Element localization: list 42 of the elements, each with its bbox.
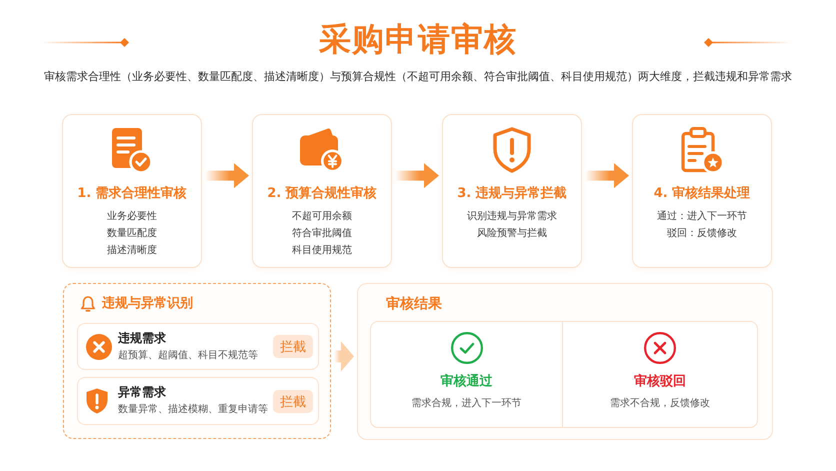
result-title: 审核通过 [440,374,492,390]
step-title: 3. 违规与异常拦截 [457,186,567,202]
step-item: 驳回：反馈修改 [667,227,737,240]
intercept-tag: 拦截 [273,335,313,358]
step-title: 4. 审核结果处理 [654,186,750,202]
step-card [442,114,582,268]
item-description: 数量异常、描述模糊、重复申请等 [118,403,268,416]
panel-heading: 违规与异常识别 [102,295,193,312]
step-card [632,114,772,268]
step-card [252,114,392,268]
item-card [77,377,319,425]
arrow [395,163,439,188]
subtitle: 审核需求合理性（业务必要性、数量匹配度、描述清晰度）与预算合规性（不超可用余额、符合审批阈值、科目使用规范）两大维度，拦截违规和异常需求 [44,69,792,84]
item-description: 超预算、超阈值、科目不规范等 [118,349,258,362]
arrow [205,163,249,188]
result-title: 审核驳回 [634,374,686,390]
panel-heading: 审核结果 [386,295,442,313]
arrow [334,341,354,372]
result-description: 需求不合规，反馈修改 [610,397,710,410]
step-card [62,114,202,268]
title: 采购申请审核 [319,19,517,59]
step-title: 1. 需求合理性审核 [77,186,187,202]
arrow [585,163,629,188]
result-description: 需求合规，进入下一环节 [412,397,522,410]
step-item: 识别违规与异常需求 [467,210,557,223]
step-title: 2. 预算合规性审核 [267,186,377,202]
step-item: 数量匹配度 [107,227,157,240]
step-item: 科目使用规范 [292,244,352,257]
step-item: 描述清晰度 [107,244,157,257]
result-card [370,321,563,428]
result-card [563,321,758,428]
item-title: 违规需求 [118,331,166,346]
item-title: 异常需求 [118,385,166,400]
step-item: 通过：进入下一环节 [657,210,747,223]
step-item: 不超可用余额 [292,210,352,223]
step-item: 业务必要性 [107,210,157,223]
result-panel [357,283,773,440]
item-card [77,323,319,370]
step-item: 风险预警与拦截 [477,227,547,240]
intercept-tag: 拦截 [273,390,313,413]
dashed-panel [63,283,331,439]
step-item: 符合审批阈值 [292,227,352,240]
